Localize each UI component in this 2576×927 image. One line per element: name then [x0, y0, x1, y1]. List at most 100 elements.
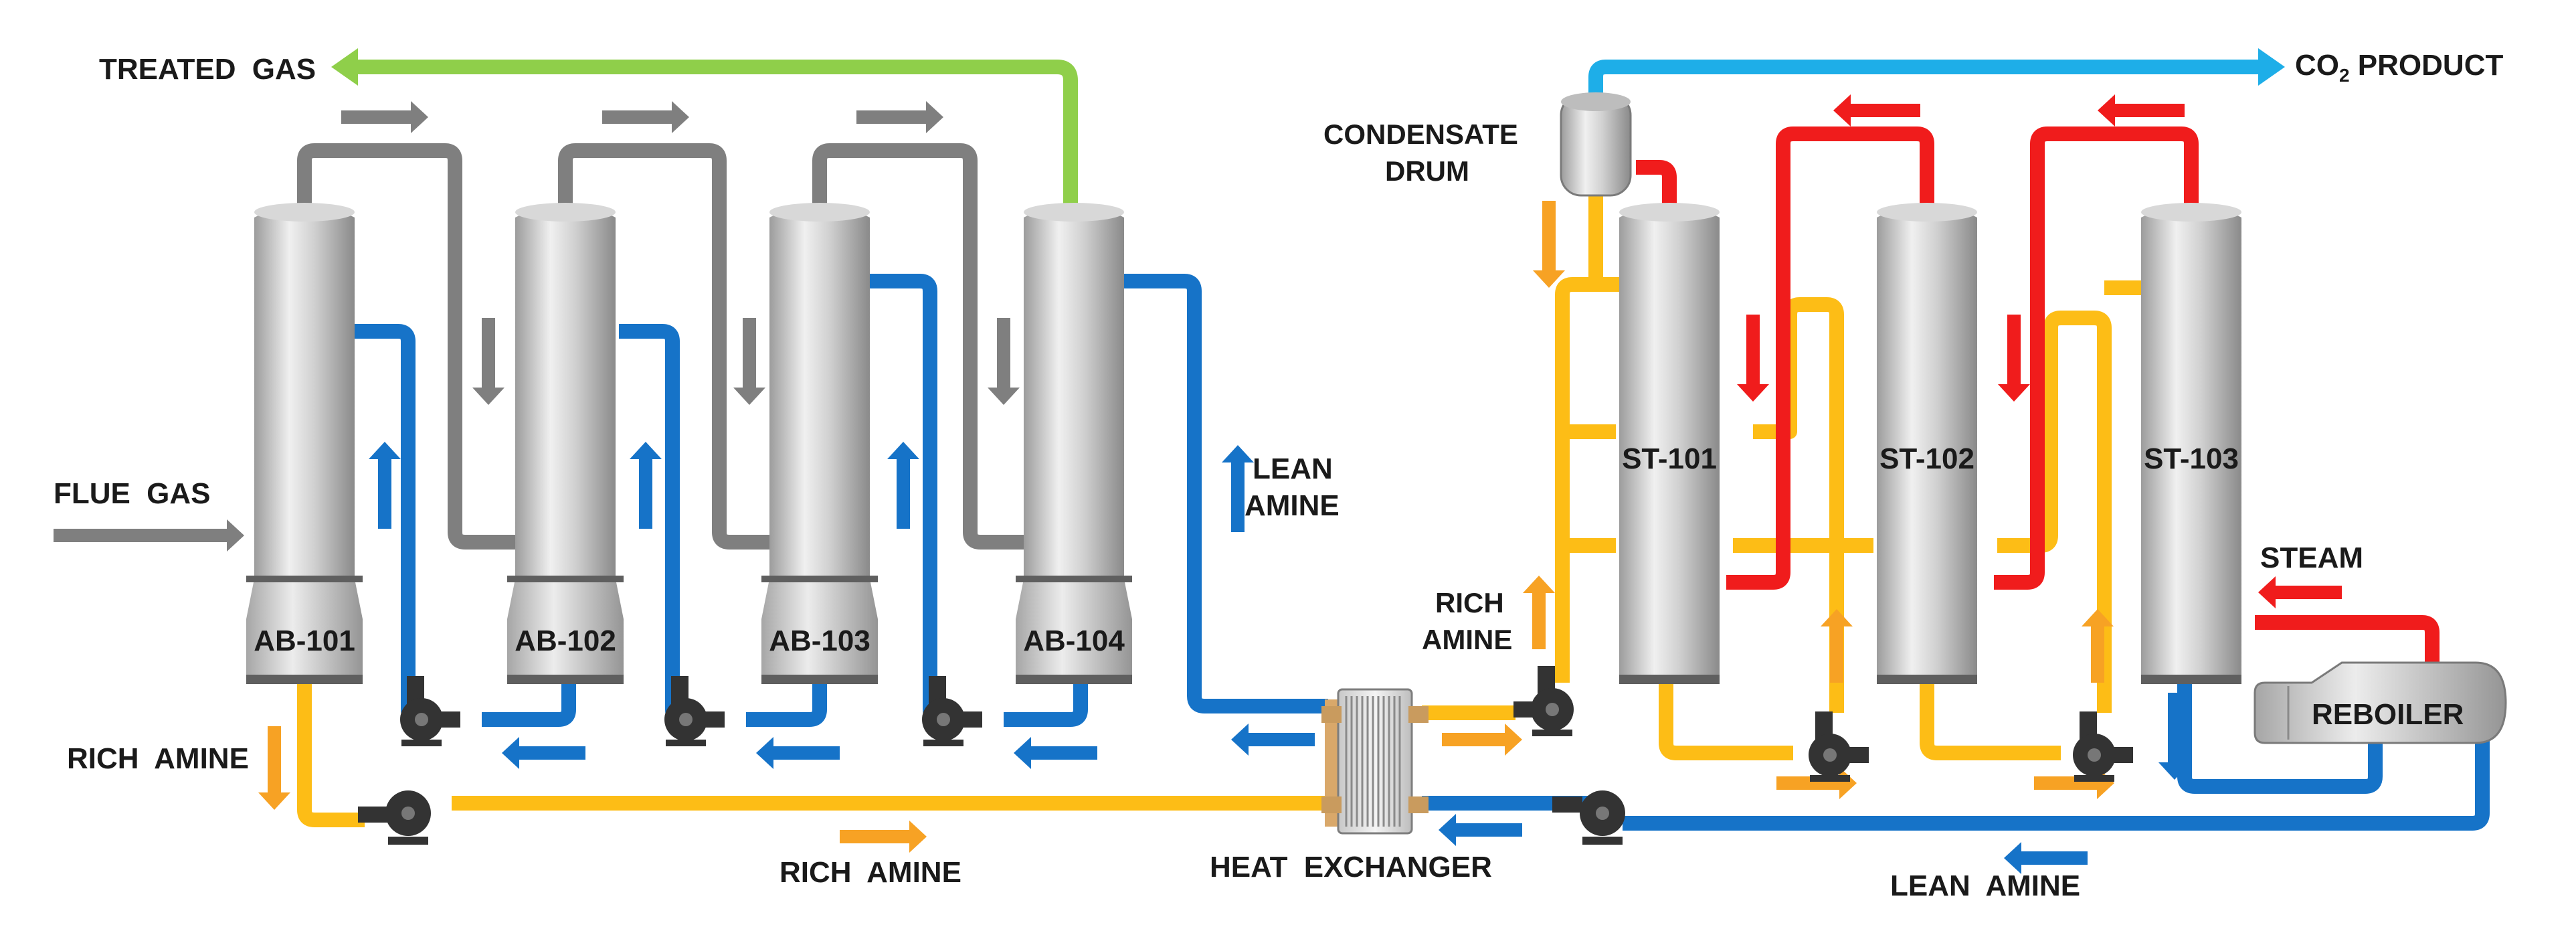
rich-amine-st102-bottom	[1920, 679, 2061, 760]
plate-heat-exchanger-icon[interactable]	[1321, 688, 1429, 835]
pump-icon[interactable]	[400, 676, 460, 746]
rich-amine-mid-label-line2: AMINE	[1422, 624, 1512, 655]
co2-arrowhead-icon	[2258, 48, 2285, 86]
stripper-label: ST-102	[1879, 442, 1974, 475]
pumps	[358, 666, 2133, 845]
lean-amine-feed-ab102	[619, 324, 699, 727]
flow-arrow-icon	[1222, 445, 1254, 532]
pump-icon[interactable]	[1552, 790, 1625, 845]
flow-arrow-icon	[856, 101, 943, 133]
co2-product-label: CO2 PRODUCT	[2295, 49, 2503, 86]
gas-crossover-ab102-ab103	[558, 143, 776, 550]
treated-gas-arrowhead-icon	[331, 48, 358, 86]
co2-product-pipe	[1588, 60, 2265, 107]
flow-arrow-icon	[2004, 842, 2088, 874]
stripper-label: ST-101	[1622, 442, 1717, 475]
absorber-column[interactable]: AB-102	[507, 203, 624, 684]
gas-crossover-ab103-ab104	[812, 143, 1037, 550]
lean-amine-from-st103	[2177, 679, 2383, 794]
stripper-column[interactable]: ST-101	[1619, 203, 1720, 684]
lean-amine-feed-ab103	[870, 274, 957, 727]
steam-st101-overhead	[1636, 160, 1677, 204]
rich-amine-to-st102	[1753, 297, 1844, 713]
flow-arrow-icon	[2034, 767, 2114, 799]
absorber-label: AB-103	[769, 624, 870, 657]
pump-icon[interactable]	[358, 790, 431, 845]
flow-arrow-icon	[756, 737, 840, 769]
rich-amine-left-label: RICH AMINE	[67, 742, 249, 775]
stripper-column[interactable]: ST-102	[1877, 203, 1977, 684]
steam-crossover-st102-st101	[1726, 127, 1934, 590]
reboiler-label: REBOILER	[2312, 698, 2464, 731]
absorber-column[interactable]: AB-104	[1016, 203, 1132, 684]
steam-crossover-st103-st102	[1994, 127, 2199, 590]
flow-arrow-icon	[2258, 576, 2342, 608]
condensate-drum-icon[interactable]	[1560, 92, 1632, 197]
flow-arrow-icon	[1821, 609, 1853, 683]
flow-arrow-icon	[1439, 814, 1522, 846]
rich-amine-st101-bottom	[1659, 679, 1793, 760]
rich-amine-to-st103	[1997, 311, 2112, 713]
flow-arrow-icon	[2158, 693, 2191, 780]
lean-amine-label-line1: LEAN	[1253, 452, 1333, 485]
flow-arrow-icon	[2098, 94, 2185, 127]
flue-gas-label: FLUE GAS	[54, 477, 210, 510]
treated-gas-pipe	[351, 60, 1078, 204]
flow-arrow-icon	[1523, 576, 1555, 649]
absorber-label: AB-104	[1023, 624, 1125, 657]
flow-arrow-icon	[733, 318, 765, 405]
absorber-column[interactable]: AB-103	[761, 203, 878, 684]
steam-to-st103	[2255, 615, 2440, 676]
flow-arrows	[54, 48, 2342, 874]
rich-amine-mid-label-line1: RICH	[1435, 587, 1504, 618]
flow-arrow-icon	[887, 442, 919, 529]
absorber-columns: AB-101 AB-102 AB-103 AB-104	[246, 203, 1132, 684]
flow-arrow-icon	[54, 519, 244, 552]
lean-amine-bottom-label: LEAN AMINE	[1890, 869, 2080, 902]
reboiler-icon[interactable]	[2253, 661, 2507, 744]
pump-icon[interactable]	[664, 676, 725, 746]
steam-label: STEAM	[2260, 541, 2363, 574]
lean-amine-label-line2: AMINE	[1245, 489, 1340, 522]
pump-icon[interactable]	[2073, 711, 2133, 782]
stripper-column[interactable]: ST-103	[2141, 203, 2241, 684]
treated-gas-label: TREATED GAS	[99, 53, 316, 86]
flow-arrow-icon	[341, 101, 428, 133]
flow-arrow-icon	[1737, 315, 1769, 402]
stripper-columns: ST-101 ST-102 ST-103	[1619, 203, 2241, 684]
rich-amine-to-st101	[1555, 277, 1619, 683]
flow-arrow-icon	[630, 442, 662, 529]
gas-crossover-ab101-ab102	[297, 143, 519, 550]
flow-arrow-icon	[258, 726, 290, 810]
lean-amine-return-ab102	[482, 683, 576, 727]
rich-amine-from-ab101	[297, 676, 365, 827]
condensate-drum-label-line1: CONDENSATE	[1323, 118, 1518, 150]
flow-arrow-icon	[2082, 609, 2114, 683]
flow-arrow-icon	[988, 318, 1020, 405]
labels: TREATED GAS FLUE GAS RICH AMINE RICH AMI…	[54, 49, 2503, 902]
flow-arrow-icon	[1776, 767, 1857, 799]
flow-arrow-icon	[1014, 737, 1097, 769]
rich-amine-bottom-label: RICH AMINE	[779, 856, 961, 889]
flow-arrow-icon	[1833, 94, 1920, 127]
flow-arrow-icon	[472, 318, 504, 405]
lean-amine-feed-ab104	[1124, 274, 1328, 713]
absorber-column[interactable]: AB-101	[246, 203, 363, 684]
pump-icon[interactable]	[1809, 711, 1869, 782]
flow-arrow-icon	[1231, 724, 1315, 756]
condensate-drum-label-line2: DRUM	[1385, 155, 1469, 187]
lean-amine-return-ab103	[746, 683, 827, 727]
pump-icon[interactable]	[1513, 666, 1574, 736]
flow-arrow-icon	[1442, 724, 1522, 756]
flow-arrow-icon	[840, 821, 927, 853]
pump-icon[interactable]	[922, 676, 982, 746]
flow-arrow-icon	[369, 442, 401, 529]
flow-arrow-icon	[502, 737, 585, 769]
absorber-label: AB-102	[515, 624, 616, 657]
lean-amine-feed-ab101	[355, 324, 432, 727]
absorber-label: AB-101	[254, 624, 355, 657]
stripper-label: ST-103	[2144, 442, 2239, 475]
heat-exchanger-label: HEAT EXCHANGER	[1210, 851, 1492, 883]
flow-arrow-icon	[1998, 315, 2030, 402]
